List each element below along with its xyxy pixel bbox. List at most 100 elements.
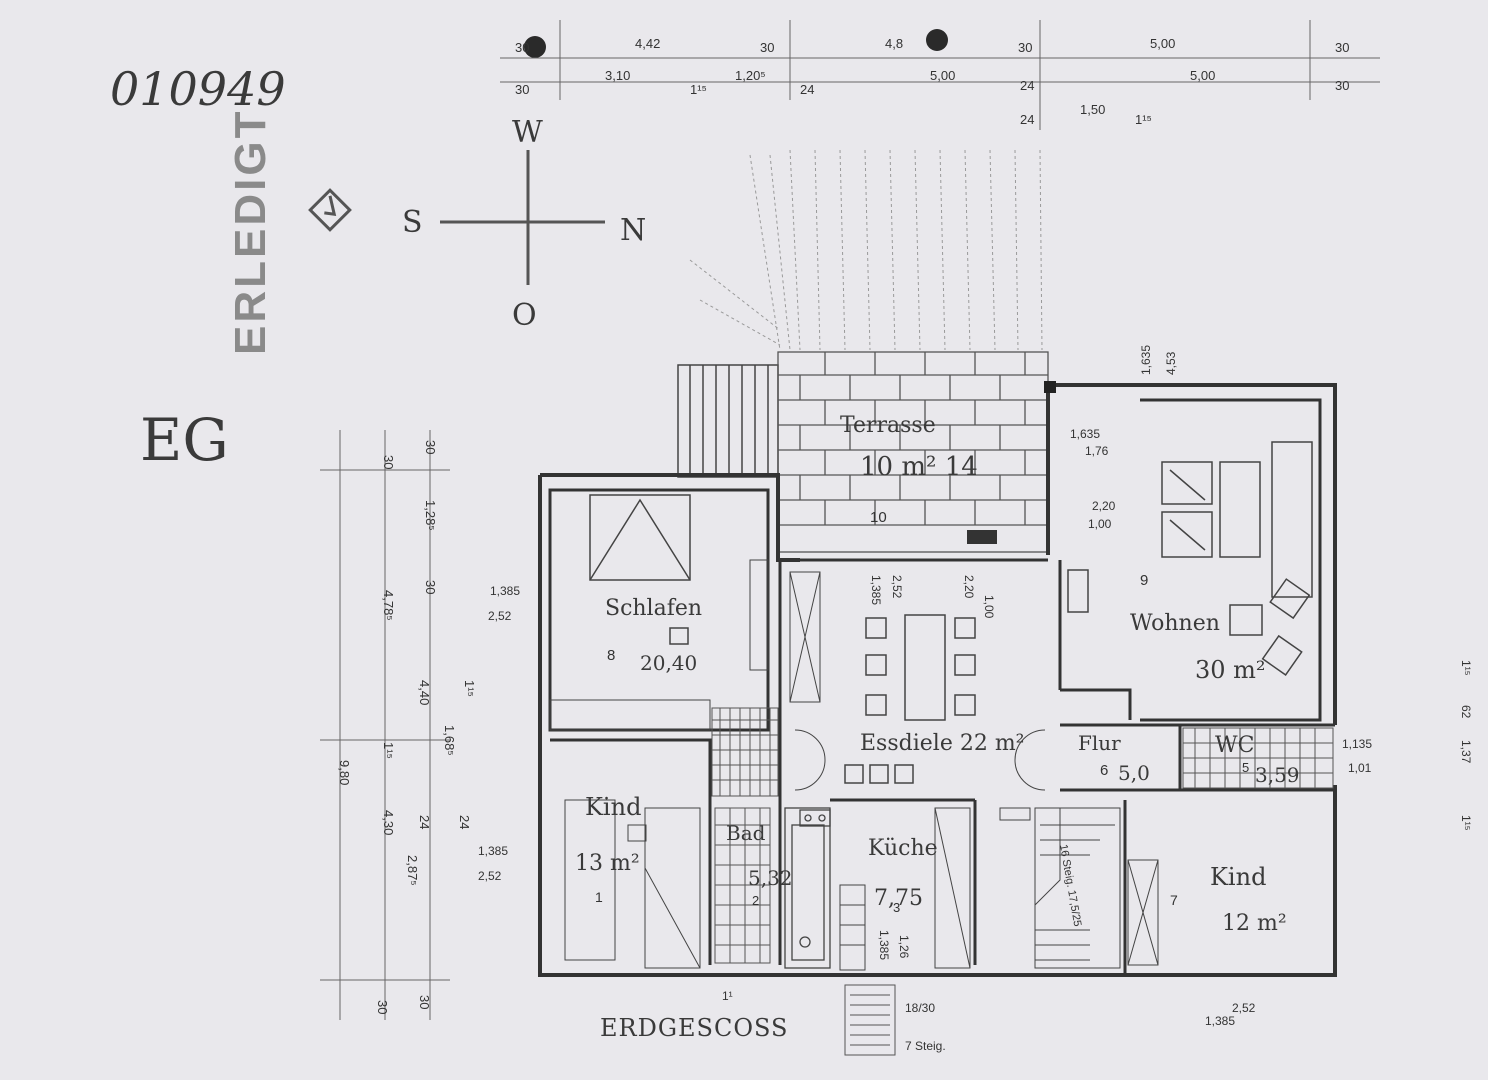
left-dimension-lines: [320, 430, 450, 1020]
svg-text:1,385: 1,385: [877, 930, 891, 960]
svg-text:24: 24: [1020, 78, 1034, 93]
bed-schlafen: [589, 494, 691, 645]
punch-hole-left: [524, 36, 546, 58]
svg-text:1,135: 1,135: [1342, 737, 1372, 751]
svg-text:24: 24: [457, 815, 472, 829]
room-kind1-name: Kind: [585, 793, 641, 821]
room-wohnen-area: 30 m²: [1195, 656, 1266, 684]
svg-text:1,385: 1,385: [490, 584, 520, 598]
svg-text:30: 30: [423, 580, 438, 594]
room-schlafen-name: Schlafen: [605, 596, 702, 621]
svg-text:1,01: 1,01: [1348, 761, 1372, 775]
svg-text:1¹: 1¹: [722, 989, 733, 1003]
room-kind2-area: 12 m²: [1222, 911, 1287, 936]
room-wc-name: WC: [1215, 733, 1254, 758]
room-schlafen-area: 20,40: [640, 651, 697, 675]
svg-text:1,76: 1,76: [1085, 444, 1109, 458]
svg-text:24: 24: [417, 815, 432, 829]
floor-code: EG: [140, 406, 229, 474]
svg-text:2,52: 2,52: [1232, 1001, 1256, 1015]
svg-text:30: 30: [417, 995, 432, 1009]
svg-text:2,52: 2,52: [478, 869, 502, 883]
top-dimensions: 30 4,42 30 4,8 30 5,00 30 30 3,10 1,20⁵ …: [515, 36, 1349, 127]
room-kueche-name: Küche: [868, 836, 938, 861]
svg-text:24: 24: [800, 82, 814, 97]
svg-text:2,52: 2,52: [890, 575, 904, 599]
svg-text:2,52: 2,52: [488, 609, 512, 623]
svg-text:7 Steig.: 7 Steig.: [905, 1039, 946, 1053]
room-bad-area: 5,32: [748, 866, 793, 890]
svg-text:1,385: 1,385: [478, 844, 508, 858]
svg-text:30: 30: [375, 1000, 390, 1014]
svg-text:1¹⁵: 1¹⁵: [1459, 660, 1473, 676]
room-bad-number: 2: [752, 893, 759, 908]
room-kueche-number: 3: [893, 900, 900, 915]
svg-text:30: 30: [423, 440, 438, 454]
wardrobe-schlafen: [549, 559, 769, 731]
floor-title: ERDGESCOSS: [600, 1014, 788, 1042]
svg-text:18/30: 18/30: [905, 1001, 935, 1015]
interior-walls: [548, 398, 1335, 975]
svg-text:1,635: 1,635: [1139, 345, 1153, 375]
svg-text:30: 30: [1018, 40, 1032, 55]
svg-text:1¹⁵: 1¹⁵: [1459, 815, 1473, 831]
kitchen-fixtures: [839, 807, 971, 971]
svg-text:30: 30: [515, 40, 529, 55]
kind1-furniture: [564, 799, 701, 969]
compass-west: W: [512, 115, 543, 150]
kind2-furniture: [1127, 859, 1159, 966]
svg-text:3,10: 3,10: [605, 68, 630, 83]
svg-text:24: 24: [1020, 112, 1034, 127]
left-dimensions: 30 30 1,28⁵ 30 4,78⁵ 4,40 1¹⁵ 1,68⁵ 1¹⁵ …: [337, 440, 477, 1014]
staircase: [999, 807, 1121, 969]
room-wohnen-number: 9: [1140, 572, 1148, 589]
svg-text:1,00: 1,00: [982, 595, 996, 619]
svg-text:4,30: 4,30: [381, 810, 396, 835]
svg-text:62: 62: [1459, 705, 1473, 719]
document-number: 010949: [110, 62, 286, 116]
terrace-post: [1044, 381, 1056, 393]
svg-text:ERLEDIGT: ERLEDIGT: [226, 109, 275, 355]
room-kind1-number: 1: [595, 889, 603, 905]
room-wc-number: 5: [1242, 760, 1249, 775]
room-terrasse-name: Terrasse: [840, 413, 936, 438]
room-kind1-area: 13 m²: [575, 851, 640, 876]
svg-text:1¹⁵: 1¹⁵: [381, 742, 396, 759]
svg-text:30: 30: [1335, 40, 1349, 55]
svg-text:4,8: 4,8: [885, 36, 903, 51]
room-wc-area: 3,59: [1255, 763, 1300, 787]
room-terrasse-area: 10 m² 14: [860, 452, 978, 482]
compass-south: S: [402, 205, 423, 240]
svg-text:1,00: 1,00: [1088, 517, 1112, 531]
room-flur-area: 5,0: [1118, 761, 1150, 785]
room-labels: Terrasse 10 m² 14 10 Schlafen 8 20,40 Es…: [575, 413, 1300, 936]
room-kind2-number: 7: [1170, 892, 1178, 908]
room-kueche-area: 7,75: [874, 886, 923, 911]
compass-north: N: [620, 213, 646, 248]
stamp-erledigt: ERLEDIGT: [226, 109, 275, 355]
svg-text:1,68⁵: 1,68⁵: [442, 725, 457, 756]
room-flur-name: Flur: [1078, 731, 1121, 755]
svg-text:30: 30: [515, 82, 529, 97]
svg-text:1,26: 1,26: [897, 935, 911, 959]
svg-text:9,80: 9,80: [337, 760, 352, 785]
svg-text:4,78⁵: 4,78⁵: [381, 590, 396, 621]
svg-text:1,385: 1,385: [869, 575, 883, 605]
room-dimensions: 1,385 2,52 1,385 2,52 1,385 2,52 2,20 1,…: [478, 345, 1473, 1053]
svg-text:1,635: 1,635: [1070, 427, 1100, 441]
svg-text:1¹⁵: 1¹⁵: [690, 82, 707, 97]
dining-table: [844, 614, 976, 784]
svg-text:30: 30: [760, 40, 774, 55]
terrace-paving: [777, 351, 1049, 553]
compass-east: O: [512, 298, 537, 333]
compass-rose: [440, 150, 605, 285]
room-schlafen-number: 8: [607, 647, 615, 664]
garden-hatching: [689, 149, 1043, 351]
svg-text:2,20: 2,20: [962, 575, 976, 599]
punch-hole-right: [926, 29, 948, 51]
room-bad-name: Bad: [726, 821, 766, 845]
living-furniture: [1067, 441, 1313, 676]
svg-text:1,50: 1,50: [1080, 102, 1105, 117]
svg-text:4,40: 4,40: [417, 680, 432, 705]
